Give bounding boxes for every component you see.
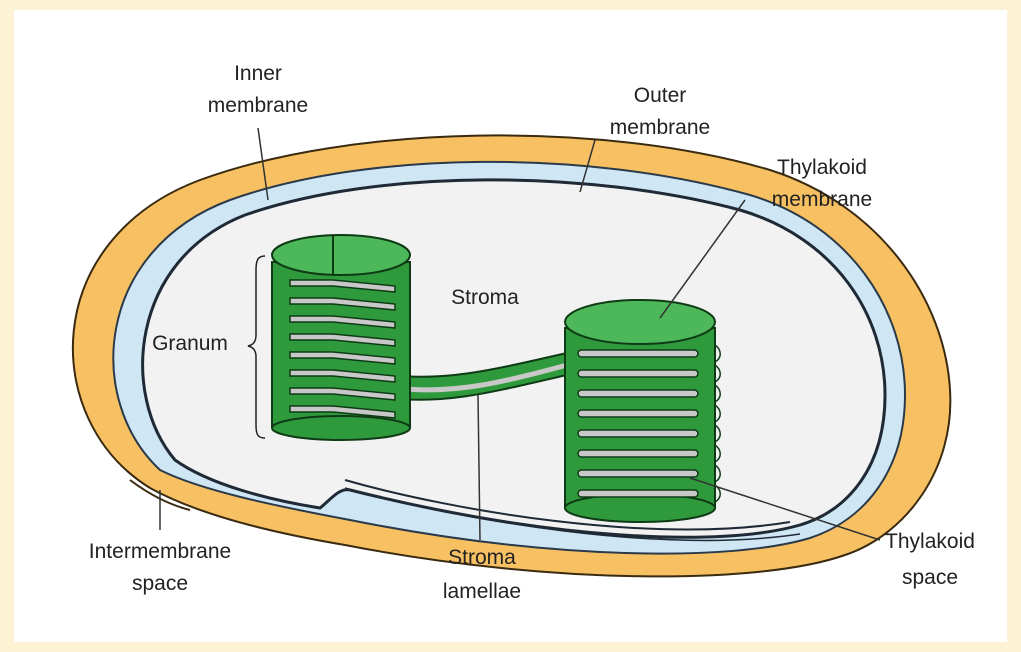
label-intermembrane-space-line1: Intermembrane (89, 540, 231, 563)
label-granum: Granum (152, 332, 228, 355)
label-inner-membrane-line2: membrane (208, 94, 308, 117)
label-thylakoid-space-line1: Thylakoid (885, 530, 975, 553)
label-intermembrane-space-line2: space (132, 572, 188, 595)
label-outer-membrane-line2: membrane (610, 116, 710, 139)
label-outer-membrane-line1: Outer (634, 84, 687, 107)
label-stroma: Stroma (451, 286, 519, 309)
granum-right (565, 300, 720, 522)
label-stroma-lamellae-line1: Stroma (448, 546, 516, 569)
label-thylakoid-membrane-line1: Thylakoid (777, 156, 867, 179)
label-thylakoid-space-line2: space (902, 566, 958, 589)
label-stroma-lamellae-line2: lamellae (443, 580, 521, 603)
stroma-region (143, 180, 885, 537)
granum-left (272, 235, 410, 440)
label-thylakoid-membrane-line2: membrane (772, 188, 872, 211)
label-inner-membrane-line1: Inner (234, 62, 282, 85)
